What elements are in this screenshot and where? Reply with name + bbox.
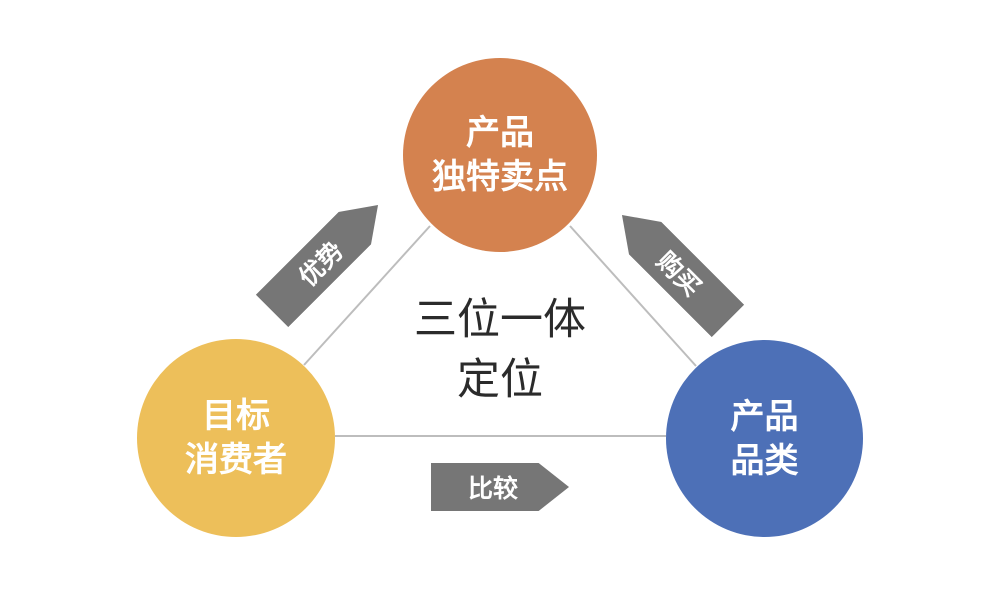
node-product-usp-line2: 独特卖点: [432, 157, 568, 197]
center-title-line1: 三位一体: [414, 295, 586, 345]
connector-top-left: [303, 225, 431, 366]
node-target-consumer: 目标 消费者: [137, 339, 335, 537]
node-product-category-line1: 产品: [730, 396, 799, 437]
arrow-compare-label: 比较: [467, 474, 518, 503]
center-title-line2: 定位: [457, 355, 543, 405]
arrow-compare: 比较: [431, 463, 569, 511]
center-title: 三位一体 定位: [375, 290, 625, 410]
node-product-usp-line1: 产品: [466, 113, 534, 153]
connector-top-right: [569, 225, 697, 367]
node-product-usp: 产品 独特卖点: [403, 58, 597, 252]
node-target-consumer-line2: 消费者: [185, 440, 287, 480]
node-product-category-line2: 品类: [730, 440, 799, 481]
node-product-category: 产品 品类: [666, 340, 863, 537]
node-target-consumer-line1: 目标: [202, 396, 270, 436]
